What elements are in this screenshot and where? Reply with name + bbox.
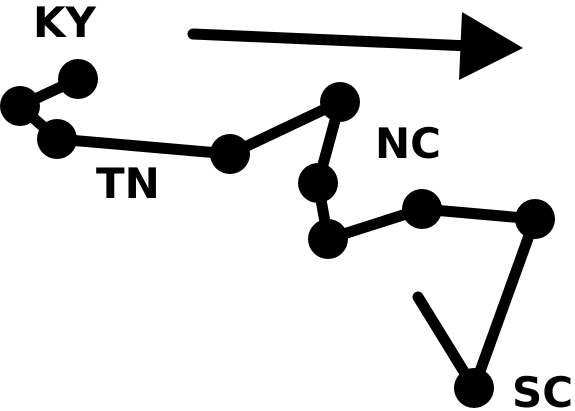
label-tn: TN	[96, 159, 160, 208]
route-stop	[320, 82, 360, 122]
route-segment	[51, 133, 236, 160]
route-path	[14, 73, 541, 394]
route-stop	[515, 199, 555, 239]
arrow-shaft	[187, 28, 476, 52]
route-segment	[224, 96, 346, 160]
right-arrow-icon	[187, 12, 523, 80]
route-stop	[308, 219, 348, 259]
route-stop	[0, 86, 40, 126]
route-stop	[454, 368, 494, 408]
arrow-head	[459, 12, 523, 80]
route-stop	[37, 119, 77, 159]
route-stop	[298, 163, 338, 203]
label-nc: NC	[375, 119, 441, 168]
route-segment	[468, 213, 541, 394]
label-sc: SC	[512, 368, 573, 411]
route-stops	[0, 59, 555, 408]
label-ky: KY	[33, 0, 97, 47]
route-stop	[210, 134, 250, 174]
route-stop	[58, 59, 98, 99]
route-stop	[402, 189, 442, 229]
